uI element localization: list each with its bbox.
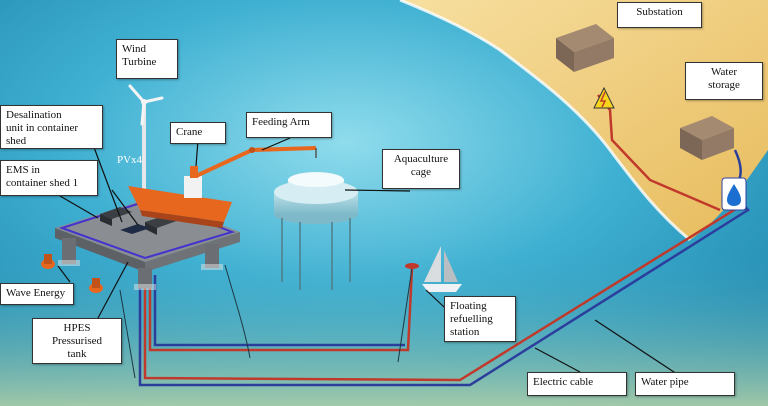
ems-label: EMS in container shed 1 — [0, 160, 98, 196]
mooring-lines — [119, 264, 413, 379]
crane-label: Crane — [170, 122, 226, 144]
sailboat — [422, 246, 462, 292]
aquaculture-cage-label: Aquaculture cage — [382, 149, 460, 189]
substation-building — [556, 24, 614, 72]
refuelling-buoy — [405, 263, 419, 269]
wave-energy-label: Wave Energy — [0, 283, 74, 305]
substation-label: Substation — [617, 2, 702, 28]
lightning-bolt-icon — [593, 86, 615, 109]
water-storage-building — [680, 116, 734, 160]
surf-line — [399, 0, 691, 242]
service-vessel — [128, 166, 232, 228]
aquaculture-cage — [274, 172, 358, 290]
wave-energy-buoys — [41, 254, 103, 293]
hpes-label: HPES Pressurised tank — [32, 318, 122, 364]
water-pipe-label: Water pipe — [635, 372, 735, 396]
pv-label: PVx4 — [117, 154, 143, 166]
wind-turbine-label: Wind Turbine — [116, 39, 178, 79]
electric-cable-label: Electric cable — [527, 372, 627, 396]
floating-refuelling-label: Floating refuelling station — [444, 296, 516, 342]
feeding-arm — [195, 146, 317, 178]
offshore-platform — [55, 198, 240, 290]
water-storage-label: Water storage — [685, 62, 763, 100]
water-drop-icon — [721, 177, 747, 211]
wind-turbine — [128, 84, 164, 212]
feeding-arm-label: Feeding Arm — [246, 112, 332, 138]
shoreline — [400, 0, 768, 240]
desalination-label: Desalination unit in container shed — [0, 105, 103, 149]
